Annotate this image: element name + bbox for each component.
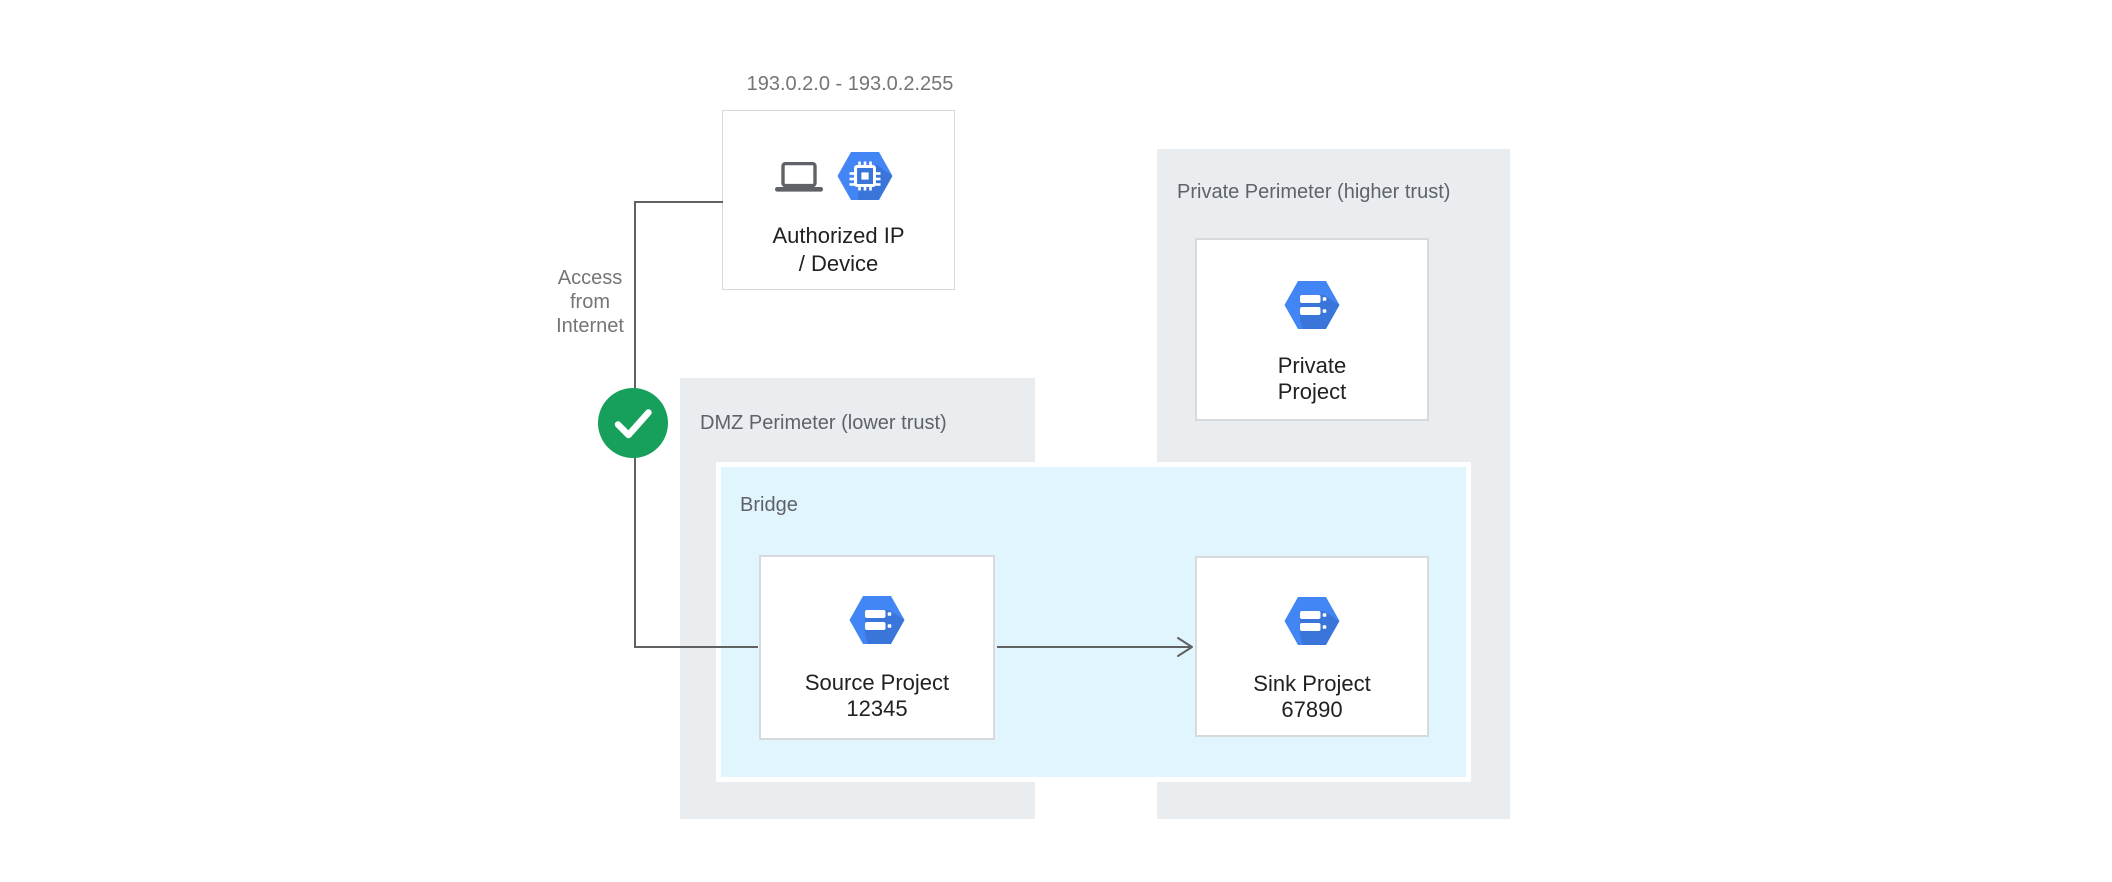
ip-range-label: 193.0.2.0 - 193.0.2.255 (746, 73, 954, 95)
bridge-label: Bridge (740, 494, 798, 516)
node-title: Authorized IP / Device (723, 222, 954, 278)
private-project-box: Private Project (1195, 238, 1429, 421)
checkmark-icon (598, 388, 668, 458)
compute-engine-icon (837, 151, 893, 201)
node-title-line2: / Device (798, 251, 879, 276)
laptop-icon (775, 162, 823, 192)
project-id: 12345 (846, 696, 908, 721)
node-title-line1: Authorized IP (772, 223, 905, 248)
cloud-project-hexagon-icon (848, 595, 906, 645)
project-name: Source Project (804, 670, 950, 695)
authorized-ip-device-box: Authorized IP / Device (722, 110, 955, 290)
private-perimeter-label: Private Perimeter (higher trust) (1177, 181, 1451, 203)
project-id: 67890 (1281, 697, 1343, 722)
source-project-box: Source Project 12345 (759, 555, 995, 740)
node-title: Private Project (1197, 353, 1427, 405)
access-label-line3: Internet (556, 315, 624, 337)
project-name: Sink Project (1253, 671, 1371, 696)
cloud-project-hexagon-icon (1283, 280, 1341, 330)
node-title: Sink Project 67890 (1197, 671, 1427, 723)
internet-access-check-badge (598, 388, 668, 458)
dmz-perimeter-label: DMZ Perimeter (lower trust) (700, 412, 947, 434)
node-title: Source Project 12345 (761, 670, 993, 722)
access-from-internet-label: Access from Internet (543, 266, 637, 338)
cloud-project-hexagon-icon (1283, 596, 1341, 646)
access-label-line1: Access (557, 267, 623, 289)
project-name-line2: Project (1277, 379, 1347, 404)
sink-project-box: Sink Project 67890 (1195, 556, 1429, 737)
project-name: Private (1277, 353, 1347, 378)
access-label-line2: from (570, 291, 610, 313)
